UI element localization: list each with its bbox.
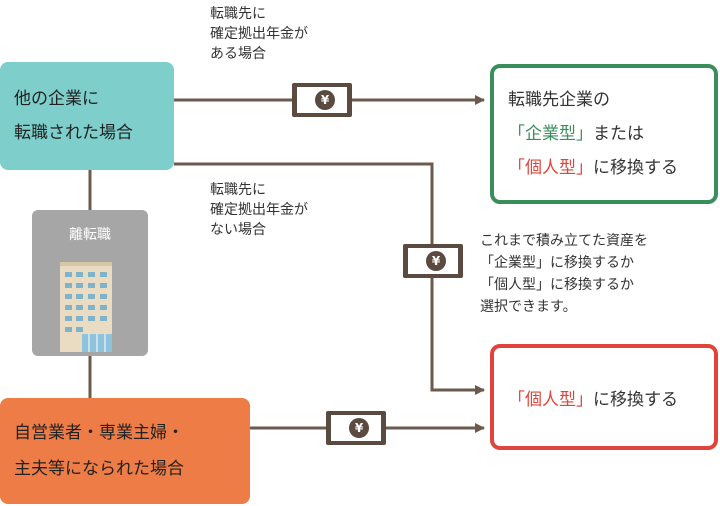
transferred-line1: 他の企業に [14,89,99,109]
no-plan-note: 転職先に 確定拠出年金が ない場合 [210,180,308,240]
office-building-icon [60,262,112,352]
company-or-individual-type-box: 転職先企業の 「企業型」または 「個人型」に移換する [490,64,718,204]
dest-company-line2: 「企業型」または [508,117,714,151]
transferred-line2: 転職された場合 [14,123,133,143]
self-employed-line1: 自営業者・専業主婦・ [14,423,184,443]
transfer-suffix-2: に移換する [593,389,678,410]
transferred-to-other-company-box: 他の企業に 転職された場合 [0,62,174,170]
transfer-suffix: に移換する [593,158,678,178]
dest-individual-line: 「個人型」に移換する [508,385,714,410]
no-plan-line1: 転職先に [210,182,266,198]
yen-symbol: ¥ [349,418,369,438]
individual-type-label-2: 「個人型」 [508,389,593,410]
choice-line4: 選択できます。 [480,299,577,315]
yen-bill-icon: ¥ [403,244,463,278]
choice-note: これまで積み立てた資産を 「企業型」に移換するか 「個人型」に移換するか 選択で… [480,230,648,318]
yen-symbol: ¥ [315,90,335,110]
yen-bill-icon: ¥ [292,83,352,117]
individual-type-box: 「個人型」に移換する [490,344,718,450]
self-employed-homemaker-box: 自営業者・専業主婦・ 主夫等になられた場合 [0,398,250,504]
choice-line1: これまで積み立てた資産を [480,233,648,249]
dest-company-line3: 「個人型」に移換する [508,151,714,185]
no-plan-line2: 確定拠出年金が [210,202,308,218]
has-plan-line3: ある場合 [210,46,266,62]
has-plan-note: 転職先に 確定拠出年金が ある場合 [210,4,308,64]
yen-symbol: ¥ [426,251,446,271]
self-employed-line2: 主夫等になられた場合 [14,459,184,479]
no-plan-line3: ない場合 [210,222,266,238]
has-plan-line1: 転職先に [210,6,266,22]
has-plan-line2: 確定拠出年金が [210,26,308,42]
choice-line2: 「企業型」に移換するか [480,255,634,271]
choice-line3: 「個人型」に移換するか [480,277,634,293]
or-text: または [593,124,644,144]
individual-type-label: 「個人型」 [508,158,593,178]
yen-bill-icon: ¥ [326,411,386,445]
corporate-type-label: 「企業型」 [508,124,593,144]
dest-company-line1: 転職先企業の [508,90,610,110]
leave-job-label: 離転職 [69,227,111,243]
